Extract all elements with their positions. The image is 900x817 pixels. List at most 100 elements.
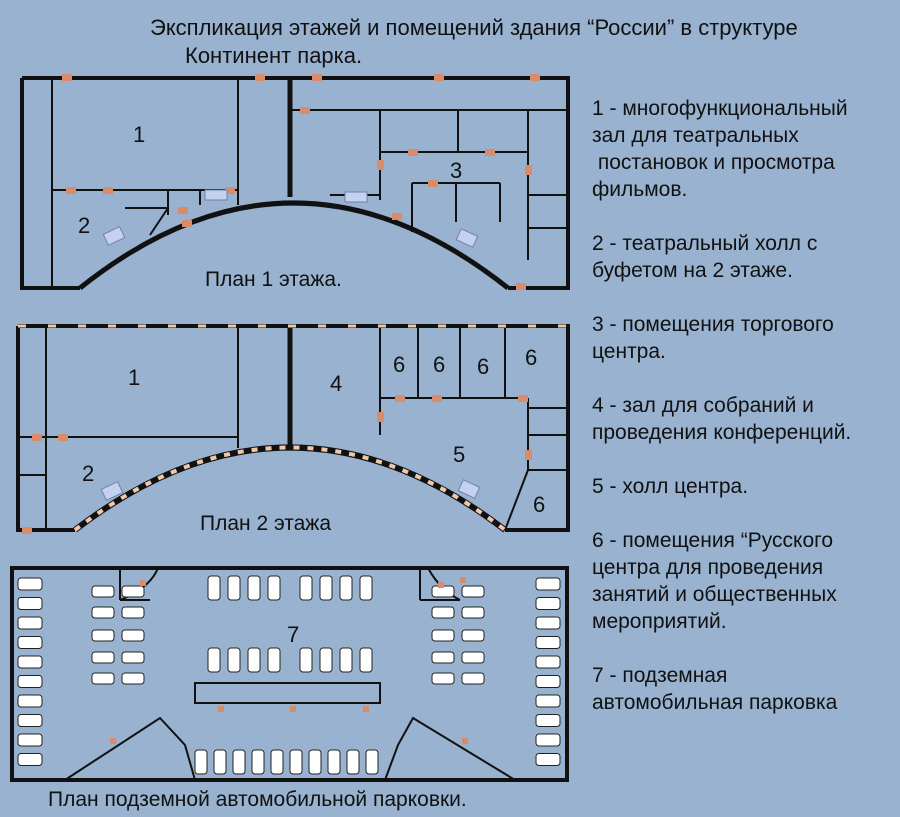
parking-car-icon bbox=[17, 636, 43, 649]
parking-car-icon bbox=[121, 672, 145, 685]
page-title: Экспликация этажей и помещений здания “Р… bbox=[110, 14, 900, 70]
floor1-caption: План 1 этажа. bbox=[205, 268, 342, 291]
floor2-stairs bbox=[100, 479, 481, 501]
parking-car-icon bbox=[247, 647, 261, 673]
parking-car-icon bbox=[17, 694, 43, 708]
parking-car-icon bbox=[535, 597, 561, 610]
parking-car-icon bbox=[17, 733, 43, 747]
parking-car-icon bbox=[207, 647, 221, 673]
parking-caption: План подземной автомобильной парковки. bbox=[48, 788, 467, 811]
floor2-caption: План 2 этажа bbox=[200, 512, 331, 535]
parking-car-icon bbox=[535, 636, 561, 649]
floor2-room-6b: 6 bbox=[433, 352, 445, 377]
parking-car-icon bbox=[267, 575, 281, 601]
parking-car-icon bbox=[91, 651, 115, 664]
floor1-room-3: 3 bbox=[450, 158, 462, 183]
legend-item-5: 5 - холл центра. bbox=[592, 475, 749, 498]
parking-car-icon bbox=[431, 629, 455, 642]
parking-car-icon bbox=[17, 577, 43, 591]
legend-item-6: 6 - помещения “Русского центра для прове… bbox=[592, 529, 837, 633]
parking-plan bbox=[10, 566, 569, 782]
parking-car-icon bbox=[319, 647, 333, 673]
title-line-1: Экспликация этажей и помещений здания “Р… bbox=[150, 15, 798, 40]
floor2-doors bbox=[22, 395, 532, 534]
parking-car-icon bbox=[346, 749, 360, 775]
floor2-room-2: 2 bbox=[82, 461, 94, 486]
parking-car-icon bbox=[251, 749, 265, 775]
parking-car-icon bbox=[319, 575, 333, 601]
floor2-room-6c: 6 bbox=[477, 354, 489, 379]
parking-car-icon bbox=[213, 749, 227, 775]
legend-item-2: 2 - театральный холл с буфетом на 2 этаж… bbox=[592, 232, 818, 282]
legend: 1 - многофункциональный зал для театраль… bbox=[592, 95, 897, 716]
floor1-plan bbox=[20, 76, 570, 290]
parking-car-icon bbox=[535, 753, 561, 766]
parking-car-icon bbox=[461, 651, 485, 664]
parking-car-icon bbox=[91, 585, 115, 598]
legend-item-4: 4 - зал для собраний и проведения конфер… bbox=[592, 394, 852, 444]
parking-car-icon bbox=[431, 606, 455, 619]
parking-car-icon bbox=[365, 749, 379, 775]
parking-car-icon bbox=[227, 575, 241, 601]
floor2-room-4: 4 bbox=[330, 371, 342, 396]
parking-car-icon bbox=[535, 577, 561, 591]
parking-car-icon bbox=[535, 616, 561, 630]
parking-car-icon bbox=[289, 749, 303, 775]
parking-car-icon bbox=[17, 616, 43, 630]
parking-car-icon bbox=[270, 749, 284, 775]
title-line-2: Континент парка. bbox=[185, 43, 363, 68]
parking-car-icon bbox=[308, 749, 322, 775]
parking-car-icon bbox=[91, 606, 115, 619]
parking-car-icon bbox=[535, 714, 561, 727]
parking-car-icon bbox=[247, 575, 261, 601]
legend-item-3: 3 - помещения торгового центра. bbox=[592, 313, 834, 363]
floor2-room-6e: 6 bbox=[533, 492, 545, 517]
parking-car-icon bbox=[431, 672, 455, 685]
floor1-doors bbox=[62, 74, 540, 290]
parking-room-7: 7 bbox=[287, 622, 299, 647]
parking-doors bbox=[110, 577, 468, 744]
parking-car-icon bbox=[121, 606, 145, 619]
parking-car-icon bbox=[431, 651, 455, 664]
floor1-stairs bbox=[102, 189, 479, 248]
parking-car-icon bbox=[327, 749, 341, 775]
parking-car-icon bbox=[461, 629, 485, 642]
floor2-arch-glass bbox=[73, 445, 507, 532]
parking-car-icon bbox=[461, 585, 485, 598]
floor1-room-2: 2 bbox=[78, 213, 90, 238]
parking-car-icon bbox=[121, 585, 145, 598]
floor2-room-6a: 6 bbox=[393, 352, 405, 377]
parking-car-icon bbox=[207, 575, 221, 601]
legend-item-7: 7 - подземная автомобильная парковка bbox=[592, 664, 838, 714]
floor1-room-1: 1 bbox=[133, 122, 145, 147]
parking-car-icon bbox=[359, 575, 373, 601]
parking-car-icon bbox=[232, 749, 246, 775]
parking-car-icon bbox=[339, 575, 353, 601]
parking-car-icon bbox=[299, 647, 313, 673]
floor2-room-5: 5 bbox=[453, 442, 465, 467]
parking-car-icon bbox=[121, 651, 145, 664]
parking-cars bbox=[17, 575, 561, 775]
parking-car-icon bbox=[535, 655, 561, 669]
floor2-room-1: 1 bbox=[128, 365, 140, 390]
parking-car-icon bbox=[91, 672, 115, 685]
parking-car-icon bbox=[535, 694, 561, 708]
parking-car-icon bbox=[91, 629, 115, 642]
parking-car-icon bbox=[535, 675, 561, 688]
parking-car-icon bbox=[17, 753, 43, 766]
parking-car-icon bbox=[227, 647, 241, 673]
parking-car-icon bbox=[17, 655, 43, 669]
legend-item-1: 1 - многофункциональный зал для театраль… bbox=[592, 97, 848, 201]
parking-car-icon bbox=[339, 647, 353, 673]
parking-car-icon bbox=[299, 575, 313, 601]
parking-car-icon bbox=[17, 714, 43, 727]
parking-car-icon bbox=[461, 606, 485, 619]
parking-car-icon bbox=[121, 629, 145, 642]
parking-car-icon bbox=[535, 733, 561, 747]
parking-car-icon bbox=[17, 597, 43, 610]
parking-car-icon bbox=[359, 647, 373, 673]
parking-car-icon bbox=[461, 672, 485, 685]
parking-car-icon bbox=[267, 647, 281, 673]
parking-car-icon bbox=[194, 749, 208, 775]
